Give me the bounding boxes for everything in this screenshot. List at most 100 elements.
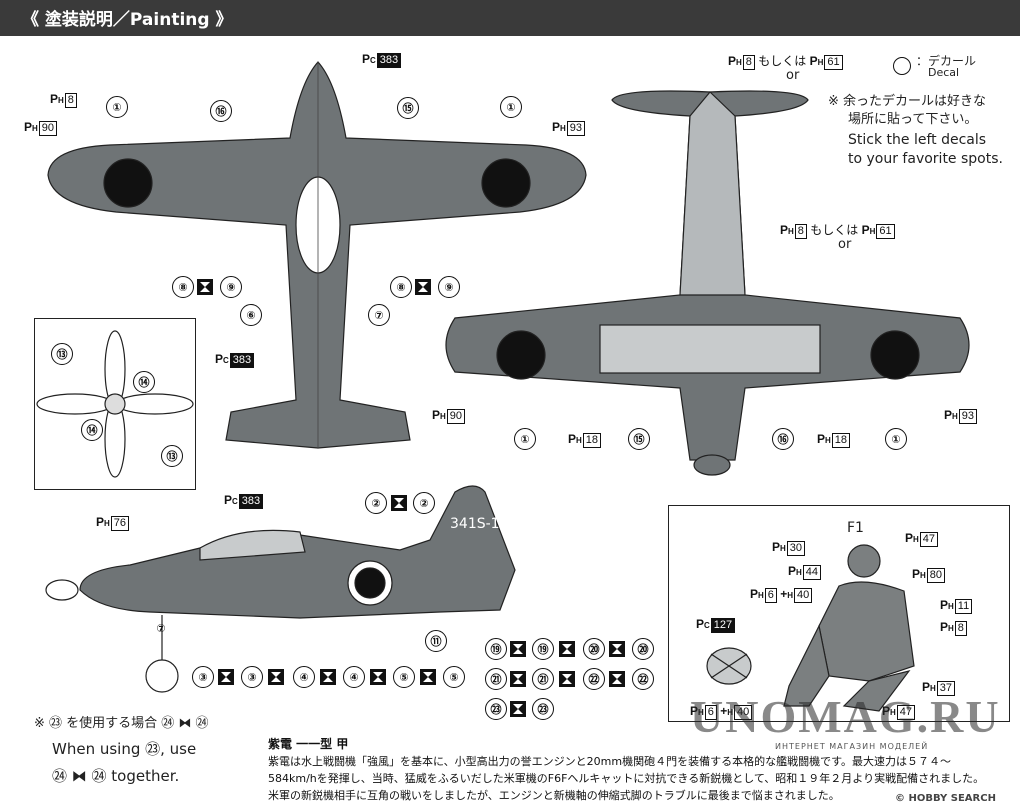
note-leftover-ja-2: 場所に貼って下さい。 <box>848 112 978 127</box>
decal-icon <box>391 495 407 511</box>
callout-13: ⑬ <box>161 445 183 467</box>
callout-16: ⑯ <box>772 428 794 450</box>
callout-1: ① <box>514 428 536 450</box>
callout-7: ⑦ <box>368 304 390 326</box>
callout-16: ⑯ <box>210 100 232 122</box>
page-title: 《 塗装説明／Painting 》 <box>22 10 233 30</box>
decal-icon <box>510 641 526 657</box>
or-label: or <box>838 237 852 252</box>
callout-23: ㉓ <box>485 698 507 720</box>
callout-23: ㉓ <box>532 698 554 720</box>
decal-icon <box>370 669 386 685</box>
note-leftover-en-2: to your favorite spots. <box>848 151 1003 167</box>
callout-11: ⑪ <box>425 630 447 652</box>
callout-2: ② <box>413 492 435 514</box>
callout-19: ⑲ <box>485 638 507 660</box>
top-view-aircraft <box>47 61 587 449</box>
decal-icon <box>559 671 575 687</box>
note-using-ja: ※ ㉓ を使用する場合 ㉔ ⧓ ㉔ <box>34 716 209 731</box>
callout-22: ㉒ <box>583 668 605 690</box>
callout-14: ⑭ <box>133 371 155 393</box>
callout-3: ③ <box>241 666 263 688</box>
callout-6: ⑥ <box>240 304 262 326</box>
callout-1: ① <box>500 96 522 118</box>
hobby-search-logo: © HOBBY SEARCH <box>895 793 996 804</box>
callout-2: ② <box>365 492 387 514</box>
callout-21: ㉑ <box>532 668 554 690</box>
hinomaru-side <box>354 567 386 599</box>
decal-icon <box>268 669 284 685</box>
propeller-diagram <box>36 330 194 478</box>
hinomaru-bottom-left <box>496 330 546 380</box>
figure-label: F1 <box>847 520 864 536</box>
decal-icon <box>320 669 336 685</box>
watermark-subtitle: ИНТЕРНЕТ МАГАЗИН МОДЕЛЕЙ <box>775 742 929 751</box>
callout-8: ⑧ <box>172 276 194 298</box>
decal-icon <box>559 641 575 657</box>
decal-icon <box>197 279 213 295</box>
callout-14: ⑭ <box>81 419 103 441</box>
callout-15: ⑮ <box>397 97 419 119</box>
description-title: 紫電 一一型 甲 <box>268 737 349 751</box>
decal-icon <box>609 671 625 687</box>
propeller-inset: ⑬ ⑭ ⑭ ⑬ <box>34 318 196 490</box>
legend-label-en: Decal <box>928 66 960 79</box>
decal-icon <box>415 279 431 295</box>
decal-icon <box>420 669 436 685</box>
or-label: or <box>786 68 800 83</box>
painting-diagram: 341S-12 <box>45 61 970 693</box>
decal-icon <box>609 641 625 657</box>
note-leftover-ja-1: ※ 余ったデカールは好きな <box>828 94 987 109</box>
callout-4: ④ <box>343 666 365 688</box>
decal-icon <box>510 701 526 717</box>
callout-9: ⑨ <box>220 276 242 298</box>
callout-21: ㉑ <box>485 668 507 690</box>
note-using-en-1: When using ㉓, use <box>52 740 197 758</box>
decal-icon <box>218 669 234 685</box>
aircraft-description: 紫電 一一型 甲 紫電は水上戦闘機「強風」を基本に、小型高出力の誉エンジンと20… <box>268 736 988 804</box>
header-bar: 《 塗装説明／Painting 》 <box>0 0 1020 36</box>
decal-icon <box>510 671 526 687</box>
pilot-figure <box>706 544 915 712</box>
callout-5: ⑤ <box>443 666 465 688</box>
description-line-3: 米軍の新鋭機相手に互角の戦いをしましたが、エンジンと新機軸の伸縮式脚のトラブルに… <box>268 789 840 802</box>
description-line-1: 紫電は水上戦闘機「強風」を基本に、小型高出力の誉エンジンと20mm機関砲４門を装… <box>268 755 951 768</box>
decal-legend-icon <box>893 57 911 75</box>
callout-5: ⑤ <box>393 666 415 688</box>
callout-22: ㉒ <box>632 668 654 690</box>
callout-15: ⑮ <box>628 428 650 450</box>
legend-label-ja: ：デカール <box>916 54 977 68</box>
hinomaru-right <box>481 158 531 208</box>
pilot-figure-inset: F1 <box>668 505 1010 722</box>
callout-8: ⑧ <box>390 276 412 298</box>
callout-19: ⑲ <box>532 638 554 660</box>
callout-20: ⑳ <box>632 638 654 660</box>
tail-number: 341S-12 <box>450 516 508 532</box>
hinomaru-bottom-right <box>870 330 920 380</box>
watermark: UNOMAG.RU <box>690 691 1001 742</box>
callout-7-gear: ⑦ <box>156 622 166 635</box>
